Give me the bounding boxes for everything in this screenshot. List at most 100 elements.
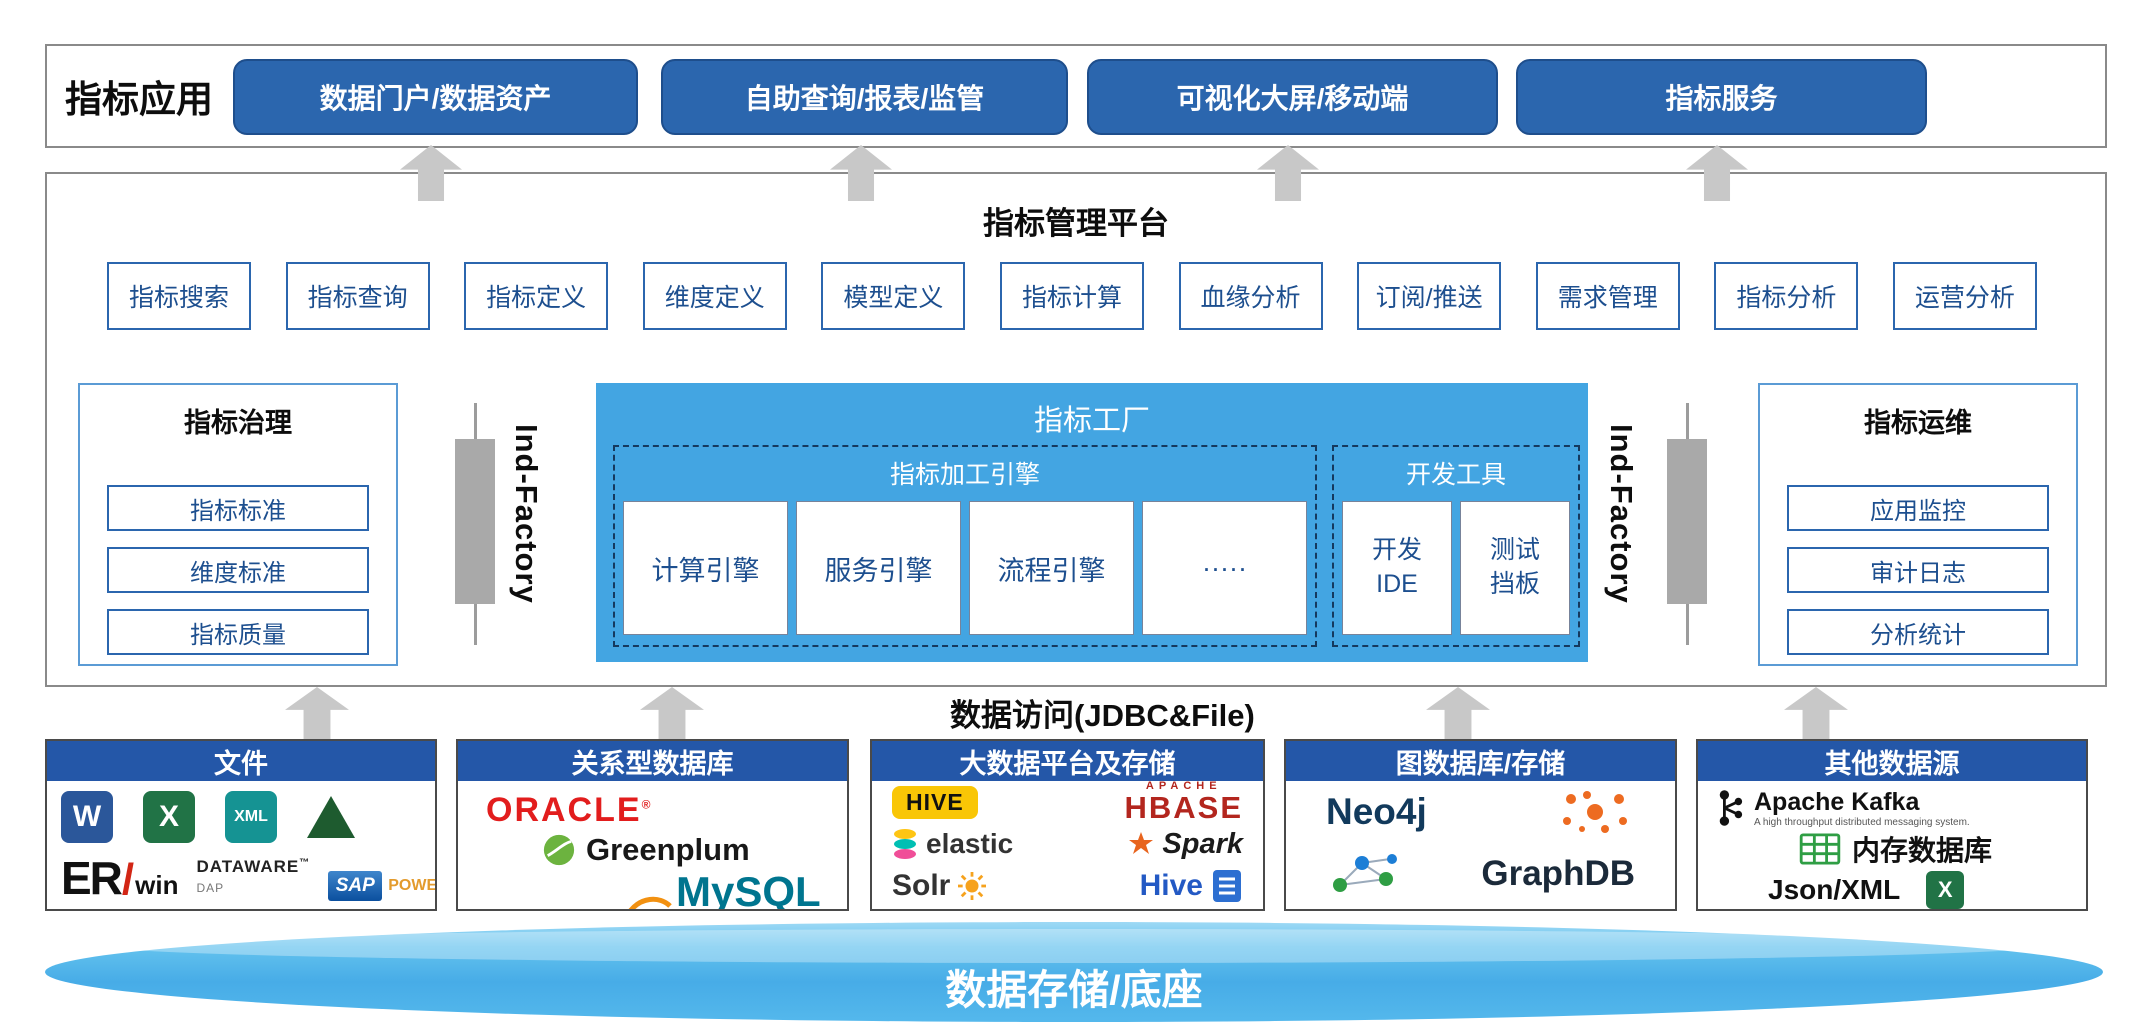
module-analysis: 指标分析 — [1714, 262, 1859, 330]
engine-group: 指标加工引擎 计算引擎 服务引擎 流程引擎 ····· — [613, 445, 1317, 647]
mysql-text: MySQL — [676, 868, 821, 909]
source-title-graph: 图数据库/存储 — [1286, 741, 1675, 781]
data-storage-base: 数据存储/底座 — [45, 922, 2103, 1022]
oracle-reg-mark: ® — [641, 797, 653, 812]
other-body: Apache Kafka A high throughput distribut… — [1698, 781, 2086, 909]
up-arrow-icon — [640, 687, 704, 739]
governance-item: 维度标准 — [107, 547, 369, 593]
sun-icon — [958, 872, 987, 900]
test-stub-line2: 挡板 — [1489, 570, 1540, 598]
hbase-text: HBASE — [1124, 790, 1243, 825]
hbase-logo: APACHE HBASE — [1124, 781, 1243, 823]
mysql-logo: MySQL — [626, 868, 847, 909]
app-button-indicator-service: 指标服务 — [1516, 59, 1927, 135]
dev-ide-line1: 开发 — [1371, 536, 1422, 565]
app-button-data-portal: 数据门户/数据资产 — [233, 59, 638, 135]
dataware-text: DATAWARE — [196, 857, 300, 876]
right-rail-bar — [1667, 439, 1707, 604]
test-stub-box: 测试 挡板 — [1460, 501, 1570, 635]
left-rail-bar — [455, 439, 495, 604]
operations-panel: 指标运维 应用监控 审计日志 分析统计 — [1758, 383, 2078, 666]
elastic-logo: elastic — [892, 828, 1013, 860]
module-query: 指标查询 — [285, 262, 430, 330]
data-storage-label: 数据存储/底座 — [945, 967, 1203, 1013]
greenplum-icon — [543, 834, 575, 866]
dev-ide-box: 开发 IDE — [1342, 501, 1452, 635]
hive-doc-icon — [1213, 870, 1241, 902]
sap-logo: SAP — [328, 871, 383, 901]
graph-body: Neo4j GraphDB — [1286, 781, 1675, 909]
engine-service: 服务引擎 — [796, 501, 961, 635]
erwin-logo: ER / win — [61, 851, 178, 905]
source-title-other: 其他数据源 — [1698, 741, 2086, 781]
governance-item: 指标质量 — [107, 609, 369, 655]
governance-title: 指标治理 — [184, 408, 292, 438]
module-calculation: 指标计算 — [999, 262, 1144, 330]
oracle-logo: ORACLE® — [486, 791, 847, 830]
source-title-bigdata: 大数据平台及存储 — [872, 741, 1263, 781]
erwin-slash: / — [121, 855, 135, 904]
hive-text: Hive — [1139, 869, 1203, 902]
engine-group-title: 指标加工引擎 — [889, 461, 1040, 489]
graphdb-dots-icon — [1563, 791, 1627, 833]
source-title-files: 文件 — [47, 741, 435, 781]
powerdesigner-logo: POWERDESIGNER — [388, 877, 435, 894]
module-dimension: 维度定义 — [642, 262, 787, 330]
application-layer-box: 指标应用 数据门户/数据资产 自助查询/报表/监管 可视化大屏/移动端 指标服务 — [45, 44, 2107, 148]
module-definition: 指标定义 — [464, 262, 609, 330]
module-subscription: 订阅/推送 — [1357, 262, 1502, 330]
solr-logo: Solr — [892, 869, 987, 903]
kafka-tagline: A high throughput distributed messaging … — [1754, 817, 1970, 828]
source-box-other: 其他数据源 Apache Kafka A high throughput dis… — [1696, 739, 2088, 911]
factory-panel: 指标工厂 指标加工引擎 计算引擎 服务引擎 流程引擎 ····· 开发工具 开发… — [596, 383, 1588, 662]
test-stub-line1: 测试 — [1489, 536, 1540, 565]
excel-icon: X — [1926, 871, 1965, 909]
devtools-group-title: 开发工具 — [1405, 461, 1506, 489]
dataware-tm: ™ — [299, 857, 311, 869]
excel-icon: X — [143, 791, 195, 843]
operations-title: 指标运维 — [1864, 408, 1972, 438]
bigdata-body: HIVE APACHE HBASE elastic Spark Solr — [872, 781, 1263, 909]
erwin-er: ER — [61, 852, 123, 904]
module-requirements: 需求管理 — [1535, 262, 1680, 330]
source-box-relational: 关系型数据库 ORACLE® Greenplum MySQL — [456, 739, 849, 911]
operations-item: 应用监控 — [1787, 485, 2049, 531]
operations-item: 分析统计 — [1787, 609, 2049, 655]
operations-item: 审计日志 — [1787, 547, 2049, 593]
kafka-icon — [1719, 790, 1743, 826]
engine-process: 流程引擎 — [969, 501, 1134, 635]
mysql-dolphin-icon — [628, 896, 672, 909]
dataware-logo: DATAWARE™ DAP — [196, 857, 310, 905]
module-lineage: 血缘分析 — [1178, 262, 1323, 330]
elastic-text: elastic — [926, 828, 1014, 859]
relational-body: ORACLE® Greenplum MySQL — [458, 781, 847, 909]
engine-more: ····· — [1142, 501, 1307, 635]
network-icon — [1333, 854, 1397, 892]
right-rail-label: Ind-Factory — [1604, 424, 1639, 604]
module-search: 指标搜索 — [107, 262, 251, 330]
module-row: 指标搜索 指标查询 指标定义 维度定义 模型定义 指标计算 血缘分析 订阅/推送… — [107, 262, 2037, 330]
jsonxml-logo: Json/XML X — [1768, 871, 2086, 909]
memdb-text: 内存数据库 — [1852, 835, 1993, 866]
word-icon: W — [61, 791, 113, 843]
application-layer-label: 指标应用 — [65, 79, 213, 120]
governance-panel: 指标治理 指标标准 维度标准 指标质量 — [78, 383, 398, 666]
hive-logo: HIVE — [892, 785, 978, 819]
apache-text: APACHE — [1145, 781, 1222, 792]
devtools-group: 开发工具 开发 IDE 测试 挡板 — [1332, 445, 1580, 647]
erwin-win: win — [135, 870, 179, 900]
solr-text: Solr — [892, 869, 951, 902]
spark-logo: Spark — [1128, 828, 1243, 861]
app-button-self-query: 自助查询/报表/监管 — [661, 59, 1068, 135]
kafka-text: Apache Kafka — [1754, 788, 1920, 816]
source-title-relational: 关系型数据库 — [458, 741, 847, 781]
neo4j-logo: Neo4j — [1326, 791, 1427, 832]
module-operation-analysis: 运营分析 — [1892, 262, 2037, 330]
module-model: 模型定义 — [821, 262, 966, 330]
graphdb-logo: GraphDB — [1481, 854, 1635, 893]
dev-ide-line2: IDE — [1376, 570, 1418, 598]
app-button-visualization: 可视化大屏/移动端 — [1087, 59, 1498, 135]
data-access-label: 数据访问(JDBC&File) — [950, 698, 1255, 733]
source-box-files: 文件 W X XML ER / win DATAWARE™ DAP SA — [45, 739, 437, 911]
left-rail-label: Ind-Factory — [509, 424, 544, 604]
